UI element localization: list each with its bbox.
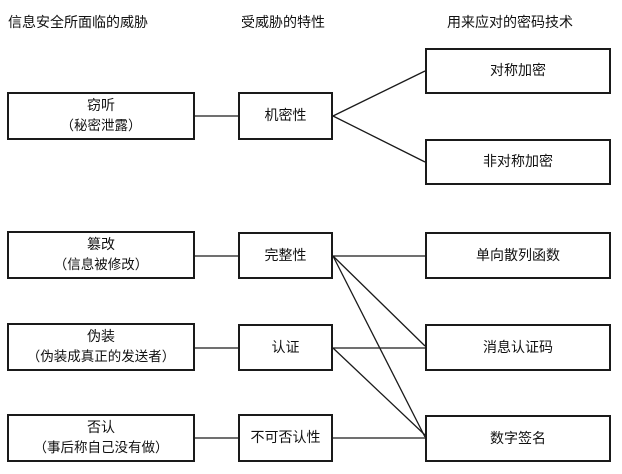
link-confidentiality-symmetric [332, 70, 426, 117]
threat-box-spoof: 伪装 （伪装成真正的发送者） [7, 323, 195, 371]
threat-name: 否认 [87, 420, 115, 436]
technique-box-mac: 消息认证码 [425, 324, 611, 371]
technique-box-digital-signature: 数字签名 [425, 415, 611, 462]
technique-label: 消息认证码 [483, 339, 553, 356]
threat-name: 伪装 [87, 329, 115, 345]
technique-label: 单向散列函数 [476, 247, 560, 264]
property-box-integrity: 完整性 [238, 232, 333, 279]
threats-column-header: 信息安全所面临的威胁 [8, 15, 148, 31]
techniques-column-header: 用来应对的密码技术 [447, 15, 573, 31]
property-label: 认证 [271, 339, 300, 356]
property-label: 不可否认性 [250, 430, 321, 446]
link-integrity-signature [332, 255, 426, 438]
property-label: 机密性 [264, 108, 307, 124]
threat-box-tamper: 篡改 （信息被修改） [7, 231, 195, 279]
link-authentication-signature [332, 347, 426, 436]
threat-box-eavesdrop: 窃听 （秘密泄露） [7, 92, 195, 140]
technique-label: 数字签名 [490, 430, 546, 447]
threat-detail: （信息被修改） [53, 257, 149, 273]
threat-box-repudiate: 否认 （事后称自己没有做） [7, 414, 195, 462]
threat-detail: （事后称自己没有做） [33, 440, 169, 456]
technique-box-hash-function: 单向散列函数 [425, 232, 611, 279]
threat-detail: （秘密泄露） [60, 118, 142, 134]
link-confidentiality-asymmetric [332, 115, 426, 163]
threat-name: 篡改 [87, 237, 115, 253]
property-box-authentication: 认证 [238, 324, 333, 371]
property-label: 完整性 [264, 247, 307, 264]
technique-box-symmetric-encryption: 对称加密 [425, 48, 611, 94]
threat-detail: （伪装成真正的发送者） [26, 349, 176, 365]
threat-name: 窃听 [87, 98, 115, 114]
technique-label: 非对称加密 [483, 154, 553, 170]
properties-column-header: 受威胁的特性 [241, 15, 325, 31]
link-integrity-mac [332, 255, 426, 347]
technique-label: 对称加密 [490, 63, 546, 79]
technique-box-asymmetric-encryption: 非对称加密 [425, 139, 611, 185]
property-box-confidentiality: 机密性 [238, 92, 333, 140]
property-box-nonrepudiation: 不可否认性 [238, 414, 333, 462]
